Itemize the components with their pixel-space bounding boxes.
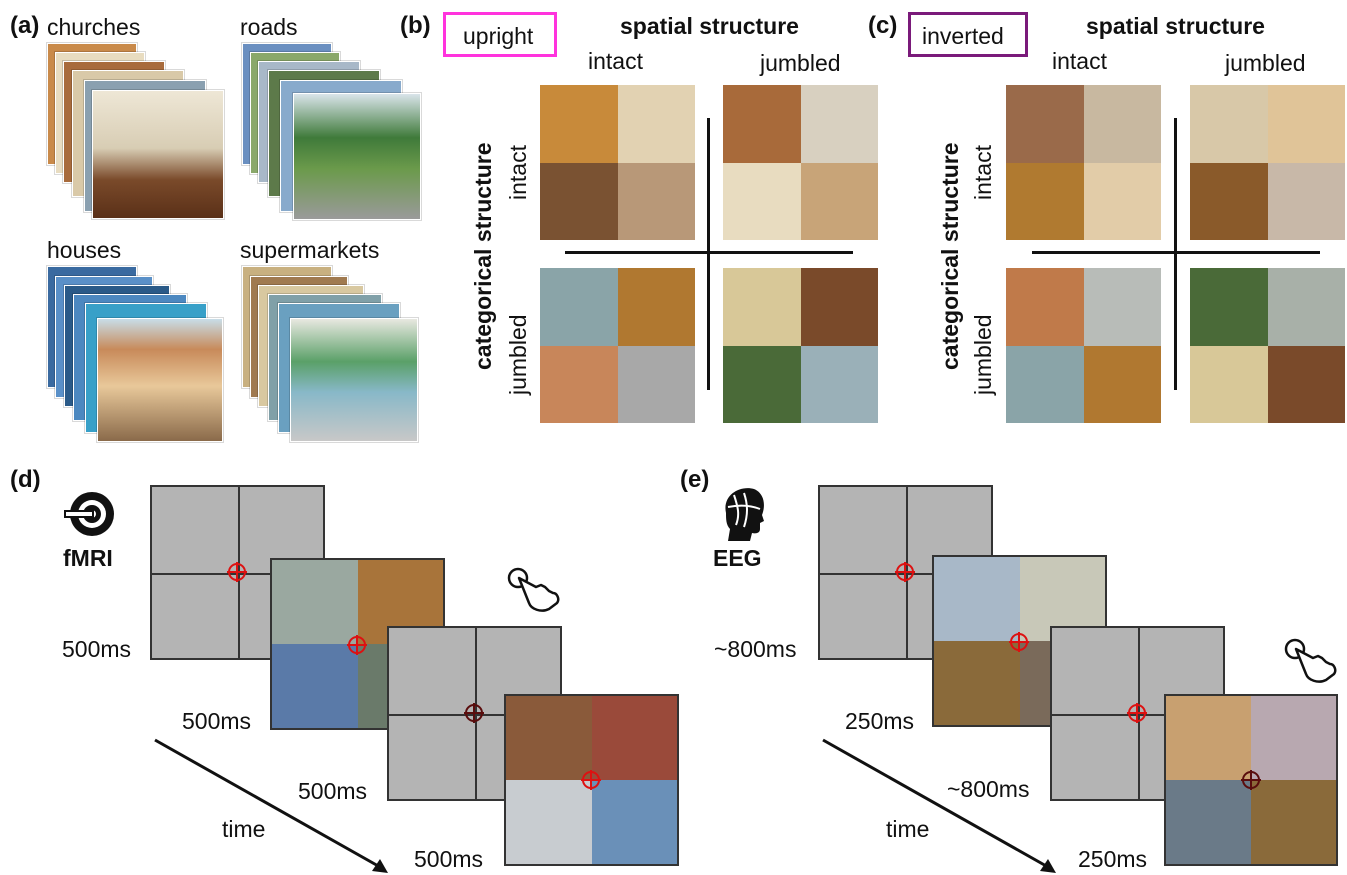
panel-e-tag: (e) (680, 466, 710, 493)
upright-frame: upright (443, 12, 557, 57)
button-press-hand-icon (1284, 638, 1337, 683)
fixation-cross-icon (581, 770, 601, 790)
category-roads: roads (240, 14, 298, 40)
spatial-structure-title-inverted: spatial structure (1086, 13, 1265, 39)
eeg-duration-2: 250ms (845, 708, 915, 734)
panel-a-tag: (a) (10, 12, 40, 39)
upright-intact-intact-image (540, 85, 695, 240)
inverted-label: inverted (922, 23, 1004, 49)
fixation-cross-icon (227, 562, 247, 582)
fixation-cross-icon (1127, 703, 1147, 723)
upright-label: upright (463, 23, 534, 49)
eeg-duration-3: ~800ms (947, 776, 1030, 802)
time-arrow (822, 738, 1056, 873)
spatial-structure-title: spatial structure (620, 13, 799, 39)
inverted-frame: inverted (908, 12, 1028, 57)
inverted-horizontal-divider (1032, 251, 1320, 254)
fixation-cross-icon (347, 635, 367, 655)
fmri-duration-3: 500ms (298, 778, 368, 804)
category-churches: churches (47, 14, 141, 40)
categorical-jumbled-label: jumbled (505, 314, 531, 395)
eeg-label: EEG (713, 545, 762, 571)
category-supermarkets: supermarkets (240, 237, 380, 263)
spatial-intact-label-inverted: intact (1052, 48, 1107, 74)
upright-vertical-divider (707, 118, 710, 390)
fixation-cross-icon (895, 562, 915, 582)
spatial-jumbled-label-inverted: jumbled (1225, 50, 1306, 76)
fixation-cross-dark-icon (464, 703, 484, 723)
eeg-stimulus-2 (1164, 694, 1338, 866)
button-press-hand-icon (507, 567, 560, 612)
categorical-structure-title-inverted: categorical structure (937, 142, 963, 370)
fmri-stimulus-2 (504, 694, 679, 866)
categorical-intact-label: intact (505, 145, 531, 200)
inverted-jumbled-intact-image (1006, 268, 1161, 423)
categorical-jumbled-label-inverted: jumbled (970, 314, 996, 395)
panel-d-tag: (d) (10, 466, 41, 493)
categorical-structure-title: categorical structure (470, 142, 496, 370)
fmri-duration-2: 500ms (182, 708, 252, 734)
panel-b-tag: (b) (400, 12, 431, 39)
fixation-cross-icon (1009, 632, 1029, 652)
category-houses: houses (47, 237, 122, 263)
eeg-duration-4: 250ms (1078, 846, 1148, 872)
fixation-cross-dark-icon (1241, 770, 1261, 790)
categorical-intact-label-inverted: intact (970, 145, 996, 200)
fmri-time-label: time (222, 816, 266, 842)
eeg-time-label: time (886, 816, 930, 842)
upright-intact-jumbled-image (723, 85, 878, 240)
fmri-duration-1: 500ms (62, 636, 132, 662)
eeg-duration-1: ~800ms (714, 636, 797, 662)
inverted-intact-jumbled-image (1190, 85, 1345, 240)
eeg-head-icon (725, 488, 764, 541)
fmri-scanner-icon (64, 492, 114, 536)
spatial-jumbled-label: jumbled (760, 50, 841, 76)
upright-jumbled-jumbled-image (723, 268, 878, 423)
panel-c-tag: (c) (868, 12, 898, 39)
inverted-intact-intact-image (1006, 85, 1161, 240)
fmri-duration-4: 500ms (414, 846, 484, 872)
spatial-intact-label: intact (588, 48, 643, 74)
time-arrow (154, 738, 388, 873)
upright-horizontal-divider (565, 251, 853, 254)
inverted-vertical-divider (1174, 118, 1177, 390)
upright-jumbled-intact-image (540, 268, 695, 423)
fmri-label: fMRI (63, 545, 113, 571)
inverted-jumbled-jumbled-image (1190, 268, 1345, 423)
